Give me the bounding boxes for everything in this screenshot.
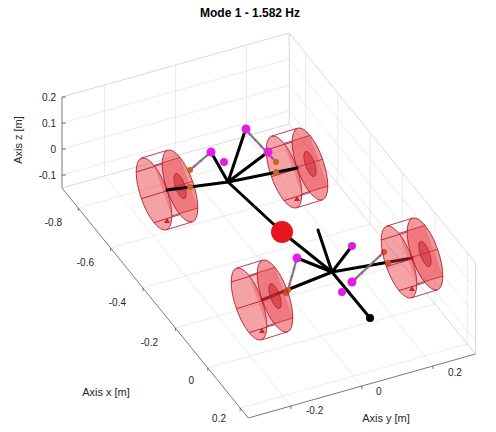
mass-center [271, 221, 293, 243]
joint [220, 158, 228, 166]
axis-label: Axis z [m] [12, 116, 24, 164]
tick-label: 0 [50, 144, 56, 155]
joint [348, 278, 357, 287]
tick-label: 0 [188, 375, 194, 386]
tick-label: -0.1 [39, 170, 56, 181]
tick-label: -0.8 [45, 217, 62, 228]
tick-label: 0.2 [42, 92, 56, 103]
joint [207, 148, 216, 157]
tick-label: 0.2 [448, 367, 462, 378]
axis-lines [62, 97, 476, 418]
tick-label: 0.1 [42, 118, 56, 129]
tick-label: 0.2 [212, 413, 226, 424]
joint [242, 125, 251, 134]
axis-label: Axis y [m] [362, 412, 410, 424]
box-edges [62, 33, 476, 354]
grid-lines [62, 45, 476, 408]
magenta-joints [207, 125, 357, 297]
joint [273, 169, 279, 175]
tick-label: 0 [376, 386, 382, 397]
tick-label: -0.2 [141, 337, 158, 348]
wheel [381, 203, 443, 312]
spring-green [190, 130, 384, 290]
joint [264, 148, 273, 157]
tick-label: -0.6 [77, 257, 94, 268]
joint [273, 159, 279, 165]
tick-label: -0.2 [306, 405, 323, 416]
link-end [366, 314, 374, 322]
plot-title: Mode 1 - 1.582 Hz [200, 7, 300, 20]
tick-label: -0.4 [109, 297, 126, 308]
joint [293, 254, 302, 263]
wheel [231, 245, 293, 354]
joint [187, 184, 193, 190]
joint [338, 288, 346, 296]
chassis-links [167, 128, 412, 318]
joint [187, 167, 193, 173]
joint [348, 242, 356, 250]
orange-joints [187, 159, 391, 296]
spring-magenta [190, 130, 384, 290]
axis-label: Axis x [m] [82, 386, 130, 398]
